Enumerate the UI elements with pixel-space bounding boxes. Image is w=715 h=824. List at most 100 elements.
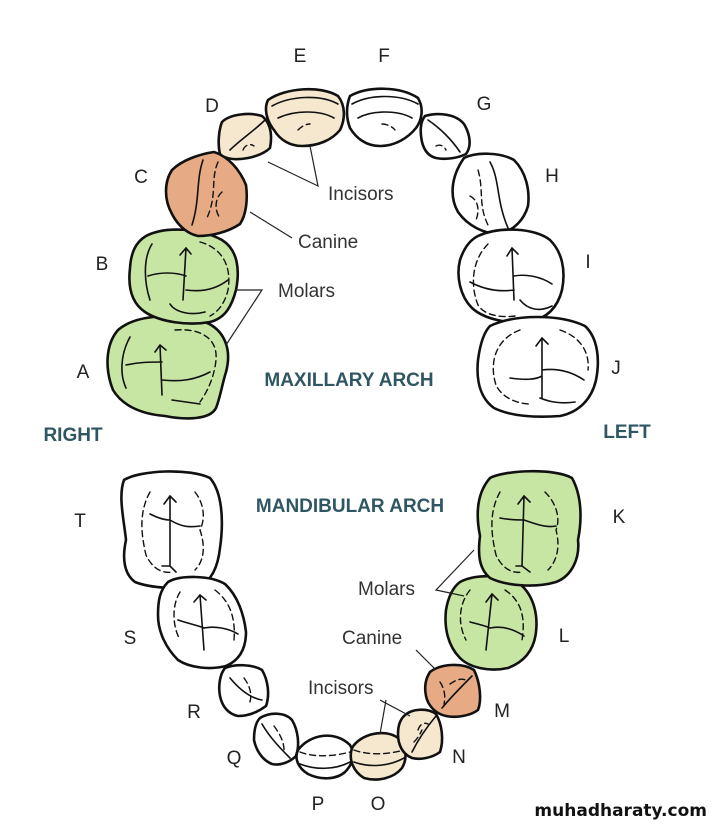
watermark: muhadharaty.com [534, 801, 707, 821]
tooth-M-crown [423, 663, 482, 719]
tooth-C-crown [164, 150, 249, 238]
tooth-A-groove [121, 336, 211, 405]
tooth-K-dash [491, 491, 559, 574]
tooth-G-dash [435, 144, 447, 151]
callouts: Incisors Canine Molars Molars Canine Inc… [278, 184, 415, 699]
label-E: E [294, 46, 307, 67]
tooth-F-crown [345, 87, 423, 148]
tooth-F [345, 87, 423, 148]
tooth-S-dash [173, 589, 235, 641]
tooth-A-dash [174, 329, 217, 403]
tooth-I-dash [472, 243, 516, 318]
right-side-label: RIGHT [43, 425, 103, 446]
tooth-T-dash [141, 491, 204, 574]
tooth-R-dash [243, 677, 252, 703]
tooth-B-groove [144, 243, 229, 315]
label-C: C [134, 167, 148, 188]
label-Q: Q [227, 748, 242, 769]
tooth-T [120, 470, 224, 590]
tooth-P-crown [295, 734, 355, 780]
label-F: F [378, 46, 390, 67]
tooth-letters: E F D G C H B I A J T K S L R M Q N P O [74, 46, 625, 815]
tooth-E [264, 87, 346, 148]
tooth-G-groove [427, 119, 461, 153]
label-G: G [477, 94, 492, 115]
tooth-E-crown [264, 87, 346, 148]
tooth-L [444, 574, 538, 671]
maxillary-molars-label: Molars [278, 281, 335, 302]
tooth-E-groove [271, 96, 339, 119]
tooth-C-groove [191, 159, 204, 226]
mandibular-arch-title: MANDIBULAR ARCH [256, 496, 444, 517]
tooth-F-groove [351, 95, 419, 119]
maxillary-canine-label: Canine [298, 232, 358, 253]
tooth-R [217, 663, 270, 718]
tooth-T-crown [120, 470, 224, 590]
mandibular-incisors-label: Incisors [308, 678, 373, 699]
tooth-M-groove [441, 675, 473, 709]
label-L: L [559, 626, 570, 647]
label-J: J [611, 358, 621, 379]
tooth-J-dash [492, 329, 589, 405]
tooth-T-groove [149, 494, 201, 573]
maxillary-incisors-label: Incisors [328, 184, 393, 205]
label-O: O [371, 794, 386, 815]
left-side-label: LEFT [603, 422, 651, 443]
tooth-A [106, 314, 230, 420]
tooth-K [476, 469, 582, 587]
label-R: R [187, 702, 201, 723]
tooth-P [295, 734, 355, 780]
tooth-O-dash [353, 749, 405, 755]
label-S: S [124, 628, 137, 649]
tooth-D-groove [229, 119, 266, 151]
label-D: D [205, 96, 219, 117]
tooth-I [457, 228, 565, 324]
mandibular-incisors-leader [379, 699, 411, 735]
tooth-P-groove [299, 761, 351, 770]
label-P: P [312, 794, 325, 815]
tooth-H-crown [451, 152, 530, 236]
tooth-G [419, 112, 471, 161]
label-T: T [74, 511, 86, 532]
tooth-A-crown [106, 314, 230, 420]
tooth-L-dash [459, 589, 524, 641]
maxillary-canine-leader [249, 211, 293, 239]
mandibular-canine-leader [415, 649, 437, 671]
tooth-J [476, 315, 600, 419]
tooth-J-groove [509, 336, 585, 404]
maxillary-molars-leader [225, 289, 264, 346]
maxillary-arch-title: MAXILLARY ARCH [264, 370, 433, 391]
tooth-E-dash [297, 123, 311, 131]
tooth-O-groove [353, 757, 405, 767]
label-H: H [545, 166, 559, 187]
mandibular-arch [120, 469, 582, 781]
tooth-H-groove [489, 161, 509, 229]
tooth-C [164, 150, 249, 238]
tooth-I-groove [469, 246, 553, 311]
label-A: A [77, 362, 90, 383]
tooth-C-dash [205, 161, 223, 221]
label-M: M [494, 701, 510, 722]
tooth-R-groove [229, 677, 263, 701]
tooth-Q-dash [273, 725, 285, 751]
tooth-Q-crown [252, 712, 300, 766]
tooth-D [217, 112, 273, 161]
tooth-Q-groove [261, 723, 291, 759]
tooth-K-groove [499, 494, 557, 573]
mandibular-canine-label: Canine [342, 628, 402, 649]
tooth-P-dash [299, 751, 351, 757]
label-N: N [452, 747, 466, 768]
tooth-J-crown [476, 315, 600, 419]
tooth-O [349, 731, 407, 781]
maxillary-arch [106, 87, 600, 420]
tooth-M [423, 663, 482, 719]
tooth-Q [252, 712, 300, 766]
tooth-K-crown [476, 469, 582, 587]
tooth-B [128, 228, 240, 325]
tooth-S [156, 575, 248, 670]
tooth-L-groove [469, 592, 525, 651]
tooth-N-groove [411, 715, 437, 753]
tooth-N [396, 708, 444, 761]
tooth-M-dash [439, 678, 467, 705]
